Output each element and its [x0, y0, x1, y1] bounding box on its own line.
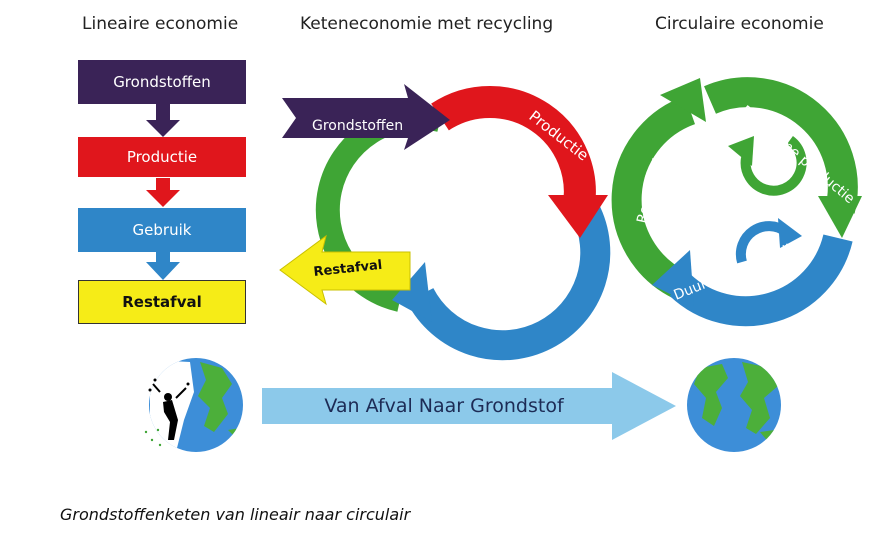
linear-arrow-3 — [146, 252, 180, 280]
waste-figure-icon — [144, 378, 190, 447]
globe-right — [687, 358, 781, 452]
chain-grondstoffen-arrow — [282, 84, 450, 150]
globe-left — [144, 358, 243, 452]
linear-arrow-1 — [146, 104, 180, 137]
linear-economy-title: Lineaire economie — [82, 14, 239, 34]
circular-inner-blue-arrowhead — [778, 218, 802, 248]
linear-arrow-2 — [146, 178, 180, 207]
chain-gebruik-arrowhead — [392, 262, 432, 322]
chain-productie-arrowhead — [548, 195, 608, 238]
figure-caption: Grondstoffenketen van lineair naar circu… — [60, 505, 411, 524]
transition-label: Van Afval Naar Grondstof — [324, 395, 565, 417]
linear-step-gebruik: Gebruik — [78, 208, 246, 252]
linear-step-productie: Productie — [78, 137, 246, 177]
chain-restafval-label: Restafval — [313, 258, 383, 280]
chain-restafval-arrow — [279, 234, 411, 306]
circular-productie-arrowhead — [818, 196, 862, 238]
linear-step-grondstoffen: Grondstoffen — [78, 60, 246, 104]
circular-recycling-arrowhead — [660, 78, 706, 122]
circular-inner-green-loop — [740, 135, 807, 196]
chain-productie-arc — [431, 85, 596, 214]
circular-economy-title: Circulaire economie — [655, 14, 824, 34]
circular-productie-arc — [704, 77, 858, 214]
circular-inner-blue-loop — [735, 221, 790, 264]
circular-gebruik-arrowhead — [652, 250, 694, 306]
linear-step-restafval: Restafval — [78, 280, 246, 324]
chain-gebruik-arc — [406, 203, 611, 361]
circular-gebruik-arc — [669, 234, 853, 327]
chain-economy-title: Keteneconomie met recycling — [300, 14, 554, 34]
chain-recycling-label: Recycling — [381, 175, 407, 239]
circular-inner-green-arrowhead — [728, 136, 754, 166]
chain-gebruik-label: Gebruik — [474, 270, 532, 306]
circular-recycling-arc — [611, 95, 696, 299]
transition-arrow — [262, 372, 676, 440]
chain-grondstoffen-label: Grondstoffen — [312, 118, 403, 134]
